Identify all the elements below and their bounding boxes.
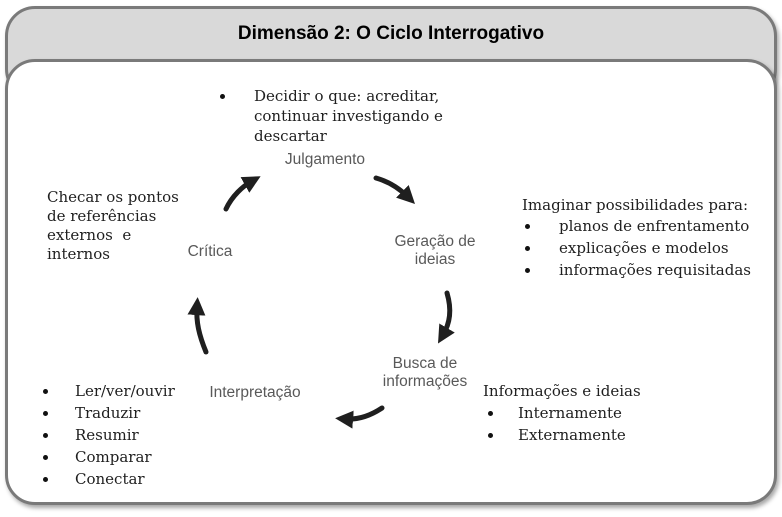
- list-item: Comparar: [33, 450, 213, 465]
- list-item: Internamente: [478, 403, 708, 423]
- list-item: planos de enfrentamento: [515, 216, 775, 236]
- node-julgamento: Julgamento: [284, 151, 366, 168]
- list-item: informações requisitadas: [515, 260, 775, 280]
- julgamento-note-list: Decidir o que: acreditar, continuar inve…: [210, 86, 478, 148]
- list-item: Decidir o que: acreditar, continuar inve…: [210, 86, 478, 146]
- busca-note-block: Informações e ideias Internamente Extern…: [478, 381, 708, 447]
- diagram-panel: [5, 59, 777, 505]
- note-heading: Imaginar possibilidades para:: [522, 196, 749, 214]
- geracao-note-block: Imaginar possibilidades para: planos de …: [515, 195, 775, 282]
- list-item: Resumir: [33, 428, 213, 443]
- note-heading: Informações e ideias: [483, 382, 641, 400]
- list-item: Ler/ver/ouvir: [33, 384, 213, 399]
- list-item: Conectar: [33, 472, 213, 487]
- critica-note: Checar os pontos de referências externos…: [47, 188, 179, 263]
- list-item: explicações e modelos: [515, 238, 775, 258]
- page-title: Dimensão 2: O Ciclo Interrogativo: [237, 23, 545, 44]
- node-critica: Crítica: [187, 243, 233, 260]
- list-item: Externamente: [478, 425, 708, 445]
- interpretacao-note-list: Ler/ver/ouvir Traduzir Resumir Comparar …: [33, 384, 213, 494]
- node-interpretacao: Interpretação: [209, 384, 301, 401]
- list-item: Traduzir: [33, 406, 213, 421]
- node-busca-de-informacoes: Busca de informações: [382, 355, 468, 390]
- node-geracao-de-ideias: Geração de ideias: [394, 233, 476, 268]
